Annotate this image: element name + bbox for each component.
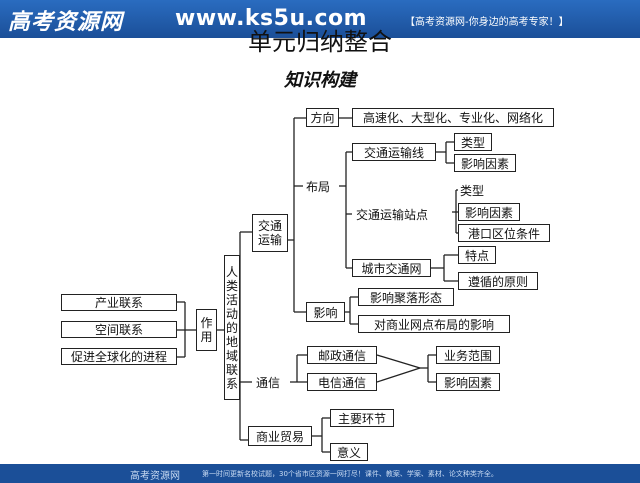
center-char: 活: [225, 292, 238, 307]
node-postal: 邮政通信: [307, 346, 377, 364]
center-char: 系: [225, 376, 238, 391]
site-logo[interactable]: 高考资源网: [8, 9, 124, 35]
node-impact: 影响: [306, 302, 345, 322]
center-char: 域: [225, 348, 238, 363]
node-role: 作 用: [196, 309, 217, 351]
page-subtitle: 知识构建: [284, 70, 356, 91]
node-direction: 方向: [306, 108, 339, 127]
node-city-transport: 城市交通网: [352, 259, 431, 277]
node-role-char-1: 作: [200, 316, 213, 330]
footer-text: 第一时间更新名校试题，30个省市区资源一网打尽！课件、教案、学案、素材、论文种类…: [202, 470, 498, 478]
node-transport-station: 交通运输站点: [356, 208, 429, 222]
center-char: 类: [225, 278, 238, 293]
node-comm-factor: 影响因素: [436, 373, 500, 391]
center-char: 人: [225, 264, 238, 279]
node-station-factor: 影响因素: [458, 203, 520, 221]
node-line-factor: 影响因素: [454, 154, 516, 172]
node-station-type: 类型: [460, 184, 485, 198]
center-char: 地: [225, 334, 238, 349]
node-communication: 通信: [256, 376, 281, 390]
node-trade: 商业贸易: [248, 426, 312, 446]
center-char: 的: [225, 320, 238, 335]
node-center-regional-link: 人 类 活 动 的 地 域 联 系: [224, 255, 240, 400]
node-impact-commerce: 对商业网点布局的影响: [358, 315, 510, 333]
node-impact-settlement: 影响聚落形态: [358, 288, 454, 306]
node-telecom: 电信通信: [307, 373, 377, 391]
footer-logo[interactable]: 高考资源网: [130, 471, 180, 482]
node-direction-detail: 高速化、大型化、专业化、网络化: [352, 108, 554, 127]
node-transport: 交通 运输: [252, 214, 288, 252]
node-layout: 布局: [306, 180, 331, 194]
node-main-link: 主要环节: [330, 409, 394, 427]
node-industry-link: 产业联系: [61, 294, 177, 311]
node-globalization: 促进全球化的进程: [61, 348, 177, 365]
node-business-scope: 业务范围: [436, 346, 500, 364]
node-transport-line-2: 运输: [257, 233, 282, 247]
node-line-type: 类型: [454, 133, 492, 151]
node-transport-line-1: 交通: [257, 219, 282, 233]
site-slogan: 【高考资源网-你身边的高考专家！】: [405, 17, 569, 28]
center-char: 联: [225, 362, 238, 377]
site-url[interactable]: www.ks5u.com: [175, 6, 368, 31]
page-title: 单元归纳整合: [248, 28, 392, 56]
node-transport-line: 交通运输线: [352, 143, 436, 161]
node-spatial-link: 空间联系: [61, 321, 177, 338]
site-header-bar: 高考资源网 www.ks5u.com 【高考资源网-你身边的高考专家！】: [0, 0, 640, 38]
node-port-conditions: 港口区位条件: [458, 224, 550, 242]
node-meaning: 意义: [330, 443, 368, 461]
site-footer-bar: 高考资源网 第一时间更新名校试题，30个省市区资源一网打尽！课件、教案、学案、素…: [0, 464, 640, 483]
node-city-feature: 特点: [458, 246, 496, 264]
center-char: 动: [225, 306, 238, 321]
node-city-principle: 遵循的原则: [458, 272, 538, 290]
node-role-char-2: 用: [200, 330, 213, 344]
